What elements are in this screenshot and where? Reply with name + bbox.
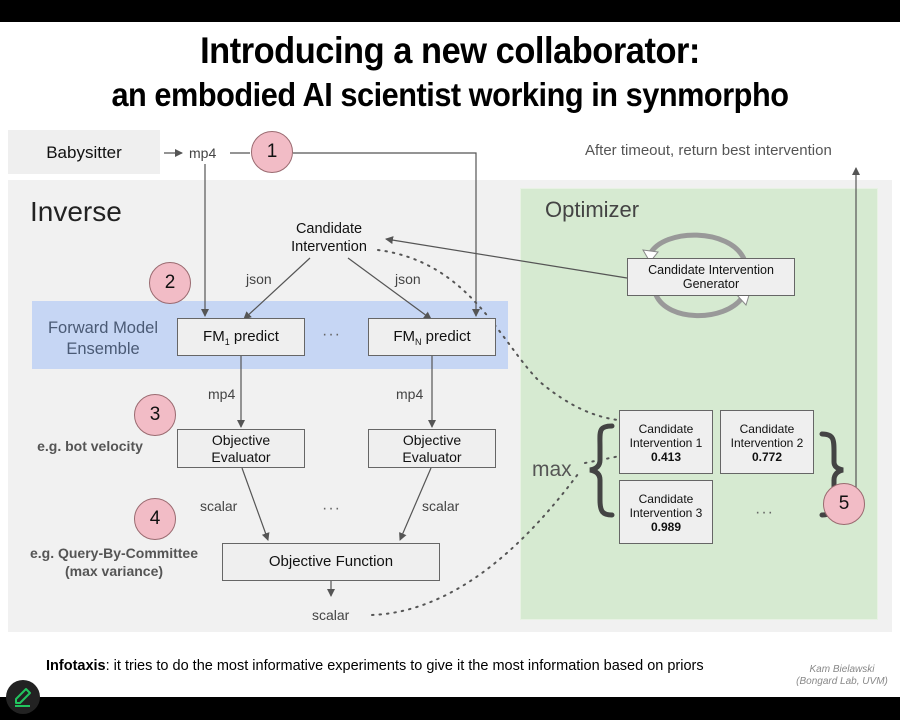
pencil-icon bbox=[15, 688, 31, 707]
inverse-title: Inverse bbox=[30, 196, 122, 227]
mp4-label-right: mp4 bbox=[396, 386, 424, 402]
fm1-prefix: FM bbox=[203, 328, 225, 345]
evaluator1-line2: Evaluator bbox=[211, 449, 271, 465]
babysitter-box: Babysitter bbox=[8, 130, 160, 174]
candidates-ellipsis: ··· bbox=[755, 504, 774, 521]
step-3-badge: 3 bbox=[134, 394, 176, 436]
scalar-label-right: scalar bbox=[422, 498, 460, 514]
candidate-intervention-1: Candidate Intervention 1 0.413 bbox=[619, 410, 713, 474]
credit-affiliation: (Bongard Lab, UVM) bbox=[796, 676, 888, 687]
forward-model-ensemble-label: Forward Model Ensemble bbox=[38, 318, 168, 360]
candidate-intervention-3: Candidate Intervention 3 0.989 bbox=[619, 480, 713, 544]
ci2-line2: Intervention 2 bbox=[730, 436, 804, 450]
annotate-pen-button[interactable] bbox=[6, 680, 40, 714]
generator-line1: Candidate Intervention bbox=[648, 263, 774, 277]
ci3-line2: Intervention 3 bbox=[629, 506, 703, 520]
arrow-candidate-fm1 bbox=[243, 257, 311, 320]
infotaxis-term: Infotaxis bbox=[46, 658, 106, 674]
fm1-subscript: 1 bbox=[224, 337, 230, 347]
qbc-line2: (max variance) bbox=[64, 563, 164, 579]
step-5-badge: 5 bbox=[823, 483, 865, 525]
arrow-generator-candidate bbox=[385, 236, 628, 279]
infotaxis-footnote: Infotaxis: it tries to do the most infor… bbox=[46, 658, 704, 674]
credit-name: Kam Bielawski bbox=[809, 664, 875, 675]
ci1-line1: Candidate bbox=[638, 422, 694, 436]
ci2-line1: Candidate bbox=[739, 422, 795, 436]
slide: Introducing a new collaborator: an embod… bbox=[0, 22, 900, 697]
scalar-label-left: scalar bbox=[200, 498, 238, 514]
fmn-subscript: N bbox=[414, 337, 422, 347]
ci2-score: 0.772 bbox=[751, 450, 783, 464]
json-label-left: json bbox=[246, 271, 272, 287]
babysitter-mp4-label: mp4 bbox=[189, 145, 217, 161]
max-label: max bbox=[532, 458, 572, 481]
fmn-predict-box: FMN predict bbox=[368, 318, 496, 356]
arrow-circle1-fmn bbox=[293, 152, 480, 317]
evaluator1-line1: Objective bbox=[211, 432, 271, 448]
cycle-arrow-top-head bbox=[642, 249, 659, 263]
json-label-right: json bbox=[395, 271, 421, 287]
left-brace bbox=[589, 423, 615, 518]
dotted-max-to-ci1 bbox=[584, 455, 621, 464]
candidate-intervention-line2: Intervention bbox=[291, 239, 367, 255]
evaluatorn-line1: Objective bbox=[402, 432, 462, 448]
optimizer-title: Optimizer bbox=[545, 197, 640, 222]
author-credit: Kam Bielawski (Bongard Lab, UVM) bbox=[790, 664, 894, 688]
qbc-line1: e.g. Query-By-Committee bbox=[29, 545, 199, 561]
step-1-badge: 1 bbox=[251, 131, 293, 173]
scalar-output-label: scalar bbox=[312, 607, 350, 623]
example-query-by-committee: e.g. Query-By-Committee (max variance) bbox=[14, 544, 214, 580]
ci3-score: 0.989 bbox=[650, 520, 682, 534]
dotted-scalar-to-max bbox=[371, 473, 579, 616]
fm-ellipsis: ··· bbox=[322, 326, 341, 343]
fm1-predict-box: FM1 predict bbox=[177, 318, 305, 356]
candidate-intervention-2: Candidate Intervention 2 0.772 bbox=[720, 410, 814, 474]
evaluator-ellipsis: ··· bbox=[322, 500, 341, 517]
objective-evaluator-1: Objective Evaluator bbox=[177, 429, 305, 468]
arrow-eval1-objective bbox=[241, 467, 270, 541]
fm1-suffix: predict bbox=[229, 328, 279, 345]
infotaxis-description: : it tries to do the most informative ex… bbox=[105, 658, 704, 674]
slide-title-line1: Introducing a new collaborator: bbox=[200, 30, 700, 71]
cycle-arrow-bottom bbox=[653, 293, 744, 319]
fme-line2: Ensemble bbox=[66, 340, 140, 358]
objective-evaluator-n: Objective Evaluator bbox=[368, 429, 496, 468]
slide-title-line2: an embodied AI scientist working in synm… bbox=[111, 76, 789, 113]
mp4-label-left: mp4 bbox=[208, 386, 236, 402]
ci3-line1: Candidate bbox=[638, 492, 694, 506]
candidate-intervention-line1: Candidate bbox=[295, 221, 363, 237]
connector-layer bbox=[164, 149, 860, 616]
timeout-note: After timeout, return best intervention bbox=[585, 142, 832, 159]
babysitter-label: Babysitter bbox=[46, 143, 122, 162]
dotted-candidate-to-ci1 bbox=[377, 249, 619, 421]
step-2-badge: 2 bbox=[149, 262, 191, 304]
arrow-evaln-objective bbox=[399, 467, 432, 541]
evaluatorn-line2: Evaluator bbox=[402, 449, 462, 465]
candidate-intervention-label: Candidate Intervention bbox=[278, 220, 380, 256]
fmn-prefix: FM bbox=[393, 328, 415, 345]
fmn-suffix: predict bbox=[421, 328, 471, 345]
candidate-intervention-generator: Candidate Intervention Generator bbox=[627, 258, 795, 296]
step-4-badge: 4 bbox=[134, 498, 176, 540]
cycle-arrow-top bbox=[647, 232, 747, 261]
ci1-line2: Intervention 1 bbox=[629, 436, 703, 450]
generator-line2: Generator bbox=[682, 277, 740, 291]
arrow-candidate-fmn bbox=[347, 257, 432, 320]
ci1-score: 0.413 bbox=[650, 450, 682, 464]
fme-line1: Forward Model bbox=[47, 319, 159, 337]
objective-function-box: Objective Function bbox=[222, 543, 440, 581]
example-bot-velocity: e.g. bot velocity bbox=[37, 438, 143, 454]
